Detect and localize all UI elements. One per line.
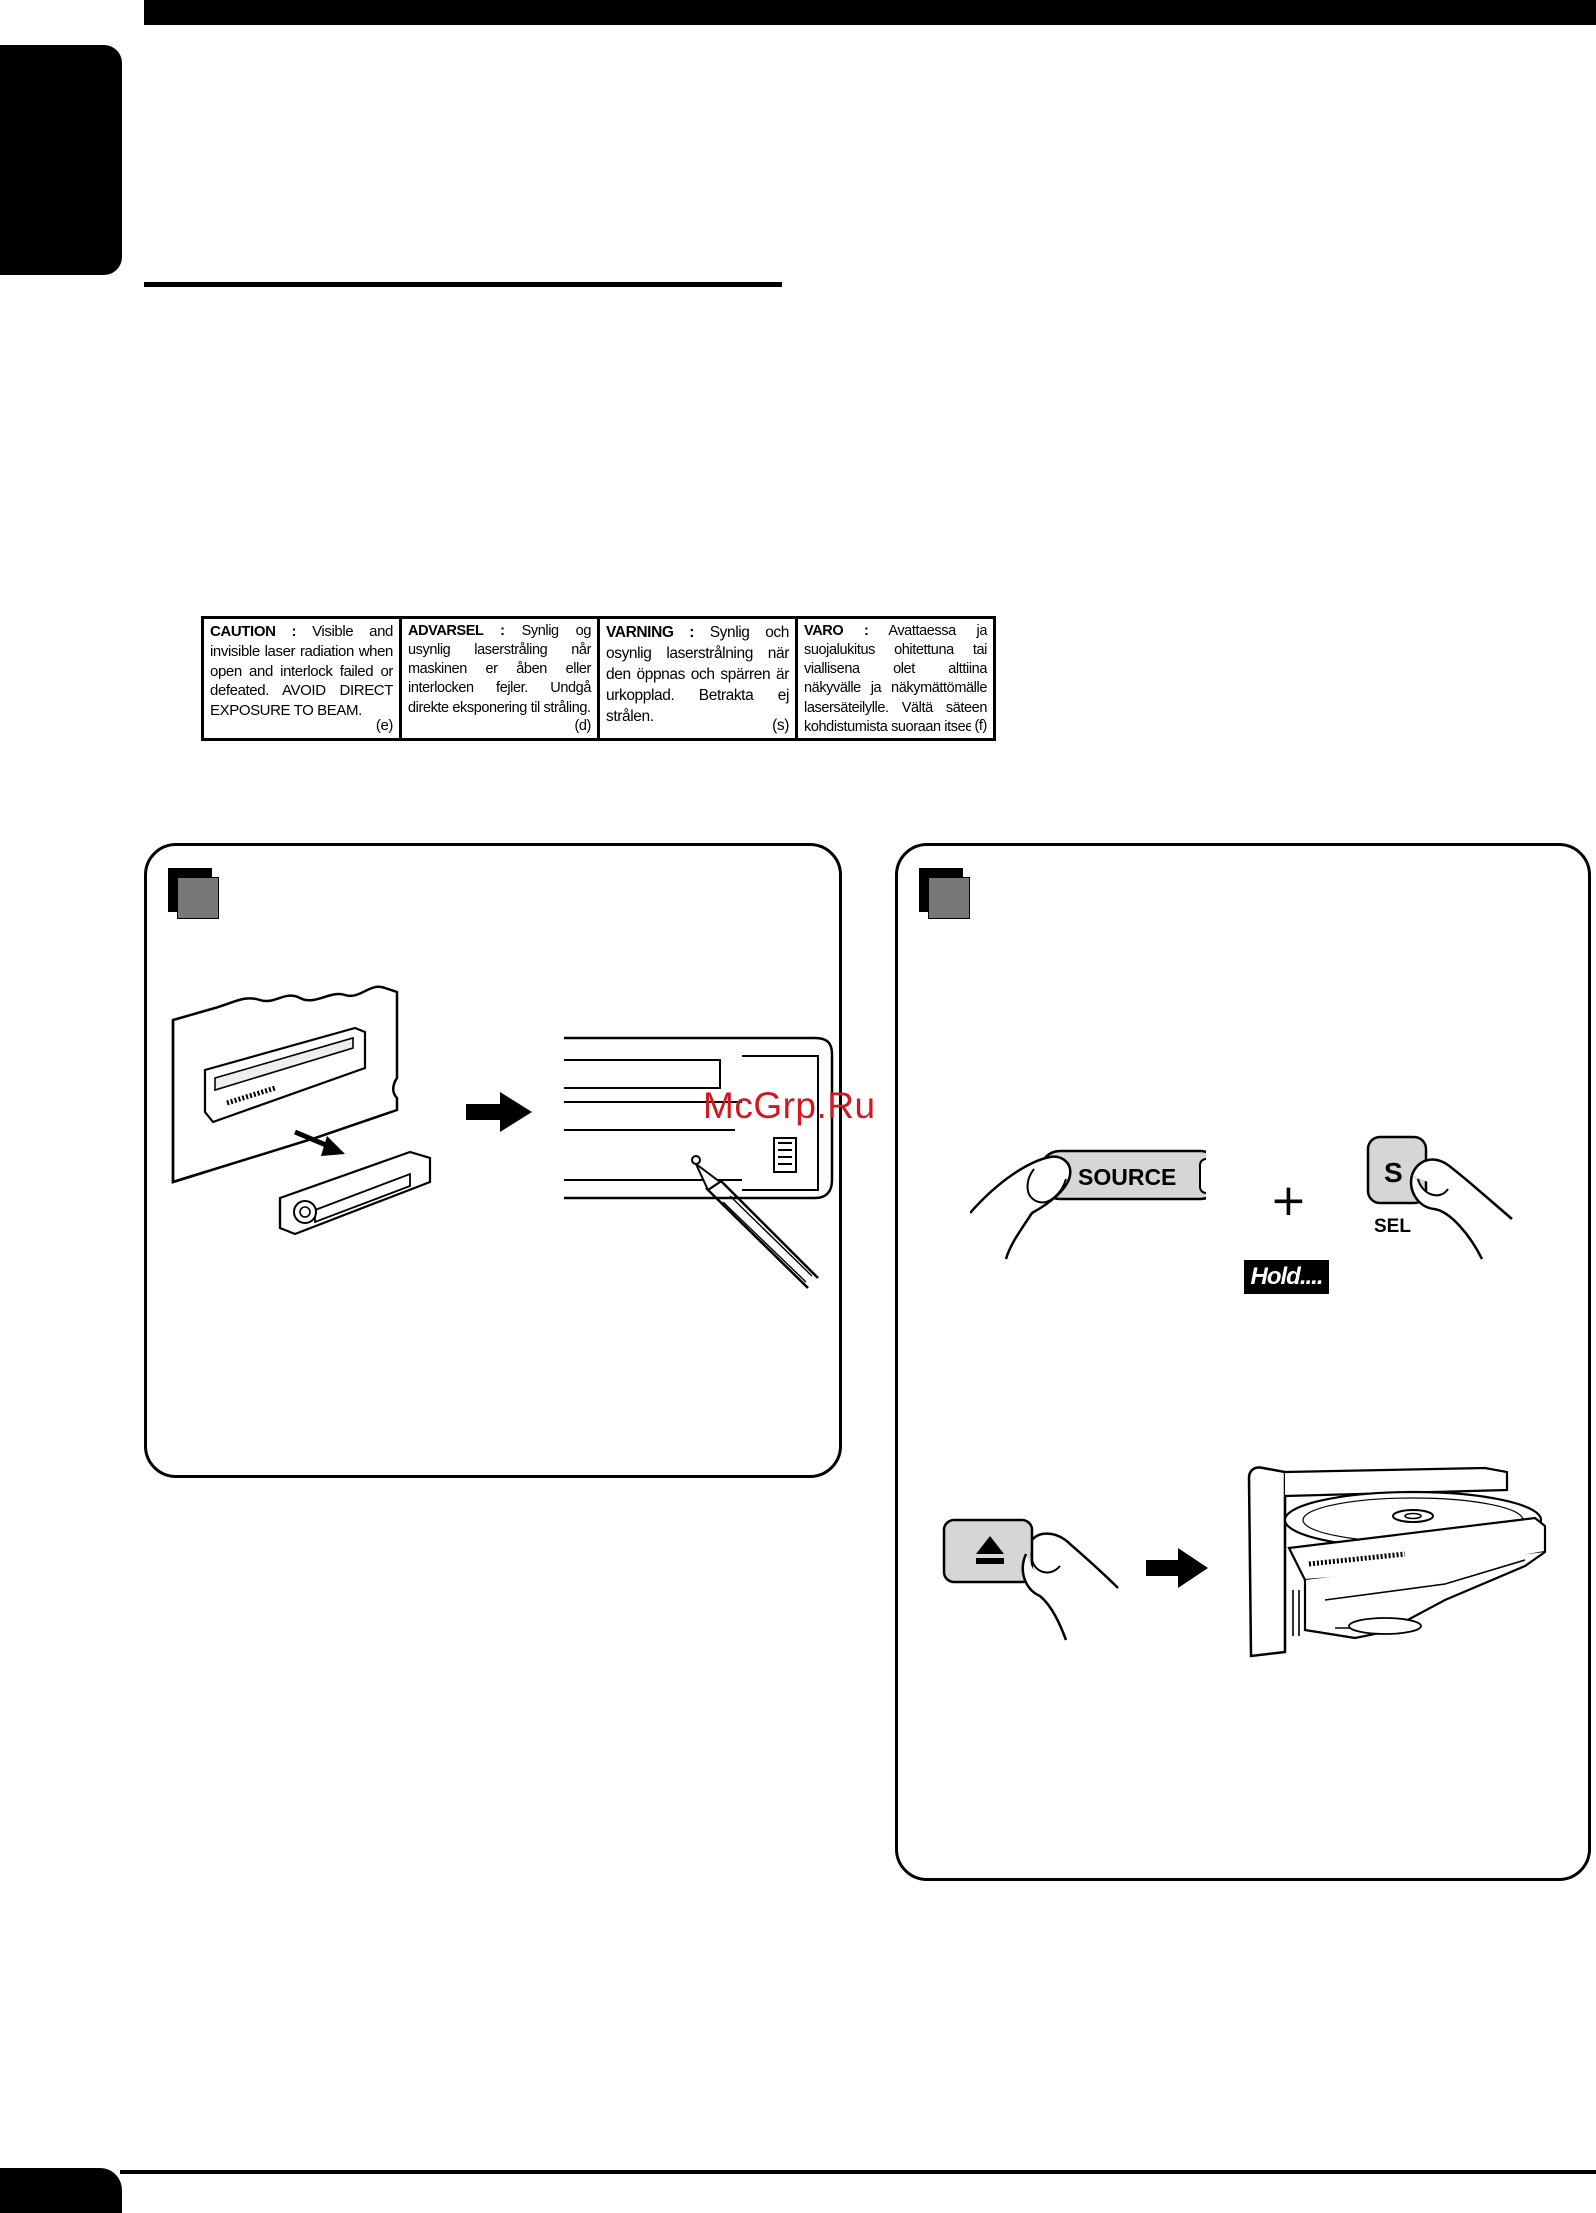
sel-button-label: SEL xyxy=(1374,1216,1411,1237)
caution-code: (d) xyxy=(570,716,591,736)
caution-code: (e) xyxy=(371,716,393,736)
disc-eject-panel xyxy=(895,843,1591,1881)
caution-code: (s) xyxy=(768,715,789,736)
step-number-tab-fill xyxy=(928,877,970,919)
step-number-tab xyxy=(168,868,219,919)
eject-button-press-illustration xyxy=(942,1518,1119,1641)
top-bar xyxy=(144,0,1596,25)
reset-button-illustration xyxy=(564,1036,834,1289)
caution-cell-english: CAUTION : Visible and invisible laser ra… xyxy=(204,619,402,738)
laser-caution-label: CAUTION : Visible and invisible laser ra… xyxy=(201,616,996,741)
caution-body: Visible and invisible laser radiation wh… xyxy=(210,623,393,720)
watermark-text: McGrp.Ru xyxy=(703,1085,876,1126)
bottom-rule xyxy=(120,2170,1596,2174)
section-heading-rule xyxy=(144,282,782,287)
caution-body: Synlig og usynlig laserstråling når mask… xyxy=(408,623,591,716)
sel-button-press-illustration: S SEL xyxy=(1366,1135,1513,1260)
step-number-tab-fill xyxy=(177,877,219,919)
caution-head: ADVARSEL : xyxy=(408,623,505,639)
detach-panel-illustration xyxy=(171,985,432,1236)
side-language-tab xyxy=(0,45,122,275)
sel-button-letter: S xyxy=(1384,1157,1403,1188)
caution-cell-danish: ADVARSEL : Synlig og usynlig laserstråli… xyxy=(402,619,600,738)
caution-cell-finnish: VARO : Avattaessa ja suojalukitus ohitet… xyxy=(798,619,993,738)
source-button-label: SOURCE xyxy=(1078,1164,1176,1190)
arrow-right-icon xyxy=(1146,1548,1208,1588)
source-button-crop xyxy=(1206,1130,1246,1210)
caution-body: Avattaessa ja suojalukitus ohitettuna ta… xyxy=(804,623,987,735)
plus-sign: + xyxy=(1270,1175,1307,1226)
source-button-press-illustration: SOURCE xyxy=(970,1149,1210,1260)
caution-code: (f) xyxy=(970,716,987,736)
caution-head: VARO : xyxy=(804,623,869,639)
disc-tray-illustration xyxy=(1247,1466,1547,1658)
hold-badge: Hold.... xyxy=(1244,1260,1329,1294)
arrow-right-icon xyxy=(466,1092,532,1132)
caution-cell-swedish: VARNING : Synlig och osynlig laserstråln… xyxy=(600,619,798,738)
caution-body: Synlig och osynlig laserstrålning när de… xyxy=(606,624,789,725)
caution-head: CAUTION : xyxy=(210,623,297,640)
step-number-tab xyxy=(919,868,970,919)
page-number-tab xyxy=(0,2168,122,2213)
caution-head: VARNING : xyxy=(606,624,694,641)
